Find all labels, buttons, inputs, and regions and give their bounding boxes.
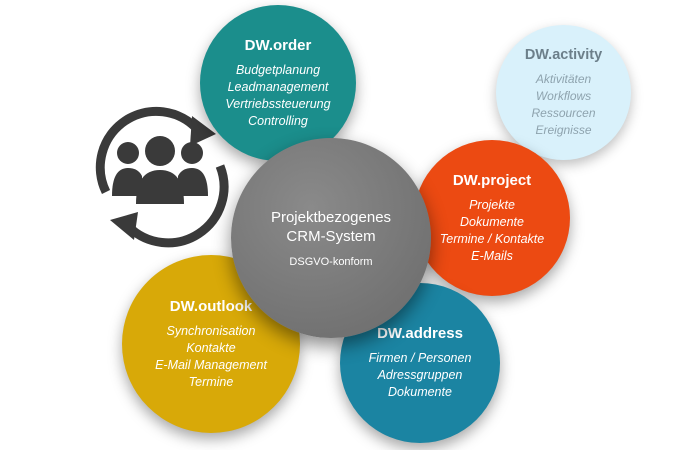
module-order: DW.order Budgetplanung Leadmanagement Ve… xyxy=(200,5,356,161)
sync-cycle-icon xyxy=(95,106,229,248)
module-order-title: DW.order xyxy=(244,36,312,54)
list-item: Dokumente xyxy=(460,214,524,229)
center-subtitle: DSGVO-konform xyxy=(289,256,373,268)
list-item: Adressgruppen xyxy=(377,368,463,382)
list-item: Termine / Kontakte xyxy=(439,231,545,246)
list-item: Controlling xyxy=(248,113,308,128)
module-outlook: DW.outlook Synchronisation Kontakte E-Ma… xyxy=(122,255,300,433)
list-item: E-Mails xyxy=(471,248,513,263)
module-address-title: DW.address xyxy=(377,325,463,342)
list-item: Kontakte xyxy=(186,340,236,355)
module-activity-title: DW.activity xyxy=(524,46,603,63)
module-order-items: Budgetplanung Leadmanagement Vertriebsst… xyxy=(225,62,330,130)
module-outlook-title: DW.outlook xyxy=(169,297,253,315)
list-item: Ressourcen xyxy=(531,105,596,120)
module-project-title: DW.project xyxy=(452,171,532,189)
module-project-items: Projekte Dokumente Termine / Kontakte E-… xyxy=(440,197,544,265)
center-title-line1: Projektbezogenes xyxy=(270,209,392,226)
module-project: DW.project Projekte Dokumente Termine / … xyxy=(414,140,570,296)
module-outlook-items: Synchronisation Kontakte E-Mail Manageme… xyxy=(155,323,267,391)
list-item: Firmen / Personen xyxy=(368,351,472,365)
module-address-items: Firmen / Personen Adressgruppen Dokument… xyxy=(369,350,472,401)
module-activity-items: Aktivitäten Workflows Ressourcen Ereigni… xyxy=(531,71,595,139)
list-item: Workflows xyxy=(535,88,592,103)
list-item: Budgetplanung xyxy=(235,62,321,77)
center-crm-system: Projektbezogenes CRM-System DSGVO-konfor… xyxy=(231,138,431,338)
module-activity: DW.activity Aktivitäten Workflows Ressou… xyxy=(496,25,631,160)
user-group-icon xyxy=(112,136,208,204)
list-item: Ereignisse xyxy=(535,122,592,137)
list-item: Dokumente xyxy=(388,385,452,399)
list-item: Leadmanagement xyxy=(227,79,329,94)
list-item: Termine xyxy=(188,374,234,389)
list-item: Synchronisation xyxy=(166,323,256,338)
center-title-line2: CRM-System xyxy=(286,228,376,245)
list-item: Vertriebssteuerung xyxy=(225,96,331,111)
list-item: Aktivitäten xyxy=(535,71,592,86)
list-item: Projekte xyxy=(469,197,515,212)
list-item: E-Mail Management xyxy=(155,357,267,372)
